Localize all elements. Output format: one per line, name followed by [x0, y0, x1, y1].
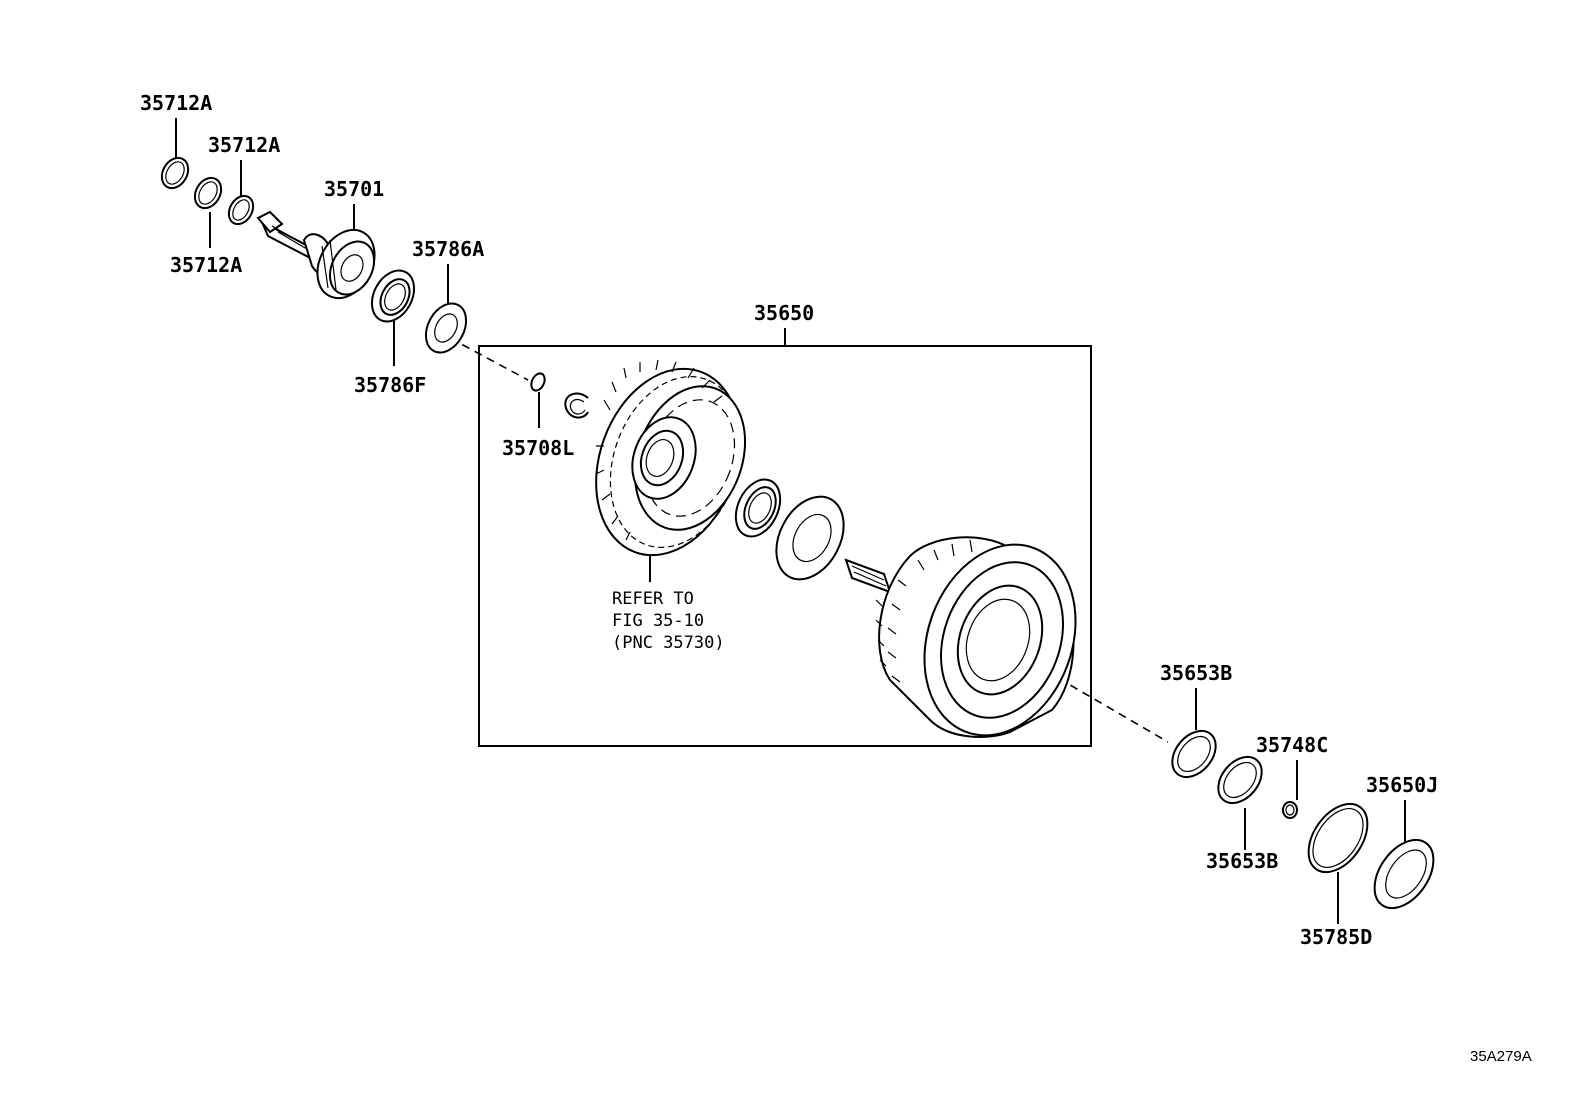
note-line-2: FIG 35-10 [612, 611, 704, 631]
assembly-box-35650 [478, 345, 1092, 747]
label-35786F: 35786F [354, 373, 426, 397]
label-35650J: 35650J [1366, 773, 1438, 797]
washer-35786A[interactable] [418, 297, 474, 360]
label-35650: 35650 [754, 301, 814, 325]
label-35786A: 35786A [412, 237, 484, 261]
note-line-1: REFER TO [612, 589, 694, 609]
snap-ring-35712A-1[interactable] [157, 153, 194, 193]
label-35712A-top: 35712A [140, 91, 212, 115]
label-35653B-top: 35653B [1160, 661, 1232, 685]
clutch-drum-assembly[interactable] [844, 523, 1101, 756]
label-35701: 35701 [324, 177, 384, 201]
label-35712A-mid: 35712A [208, 133, 280, 157]
note-line-3: (PNC 35730) [612, 633, 725, 653]
bearing-35786F[interactable] [364, 263, 423, 329]
label-35712A-low: 35712A [170, 253, 242, 277]
bearing-35785D[interactable] [1297, 793, 1380, 883]
seal-ring-35653B-1[interactable] [1163, 723, 1224, 786]
label-35785D: 35785D [1300, 925, 1372, 949]
snap-ring-35712A-3[interactable] [224, 192, 258, 229]
bearing-race-35650J[interactable] [1363, 829, 1446, 919]
thrust-washer[interactable] [763, 485, 857, 591]
label-35653B-low: 35653B [1206, 849, 1278, 873]
seal-ring-35653B-2[interactable] [1209, 749, 1270, 812]
figure-code: 35A279A [1470, 1048, 1532, 1065]
o-ring-35708L[interactable] [529, 371, 547, 392]
snap-ring-35712A-2[interactable] [190, 173, 227, 213]
leader-lines [175, 118, 1406, 924]
snap-ring-c[interactable] [564, 392, 589, 419]
thrust-bearing[interactable] [727, 472, 789, 543]
input-shaft-35701[interactable] [256, 210, 386, 308]
planetary-gear-assembly[interactable] [571, 349, 764, 576]
o-ring-35748C[interactable] [1282, 801, 1298, 819]
label-35748C: 35748C [1256, 733, 1328, 757]
label-35708L: 35708L [502, 436, 574, 460]
